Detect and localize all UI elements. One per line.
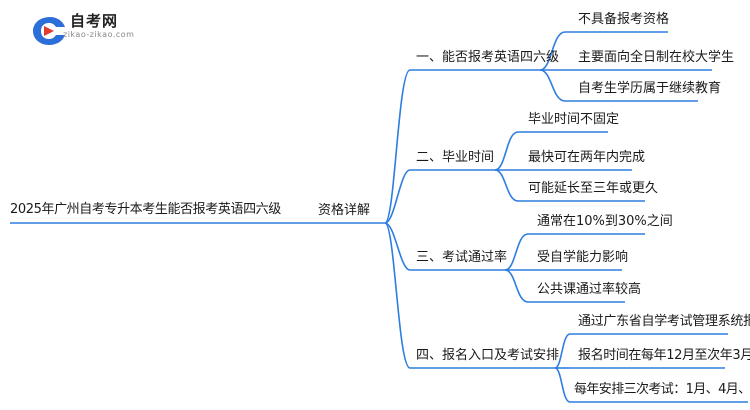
leaf-label: 报名时间在每年12月至次年3月 (578, 348, 750, 363)
leaf-label: 每年安排三次考试：1月、4月、10月 (574, 382, 750, 397)
leaf-label: 自考生学历属于继续教育 (578, 81, 722, 96)
mindmap-center: 资格详解 (318, 203, 371, 218)
leaf-label: 通过广东省自学考试管理系统报名 (578, 314, 750, 329)
leaf-label: 主要面向全日制在校大学生 (578, 50, 735, 65)
leaf-label: 受自学能力影响 (537, 250, 629, 265)
leaf-label: 公共课通过率较高 (537, 282, 642, 297)
branch-label: 一、能否报考英语四六级 (416, 50, 560, 65)
leaf-label: 不具备报考资格 (578, 12, 670, 27)
logo-brand-text: 自考网 (70, 12, 119, 30)
leaf-label: 可能延长至三年或更久 (528, 181, 659, 196)
branch-label: 四、报名入口及考试安排 (416, 348, 560, 363)
logo-url-text: zikao-zikao.com (63, 30, 135, 39)
branch-label: 二、毕业时间 (416, 150, 495, 165)
branch-label: 三、考试通过率 (416, 250, 508, 265)
mindmap-root: 2025年广州自考专升本考生能否报考英语四六级 (10, 202, 281, 217)
leaf-label: 毕业时间不固定 (528, 112, 620, 127)
logo-icon (33, 17, 65, 45)
leaf-label: 最快可在两年内完成 (528, 150, 646, 165)
leaf-label: 通常在10%到30%之间 (537, 214, 673, 229)
